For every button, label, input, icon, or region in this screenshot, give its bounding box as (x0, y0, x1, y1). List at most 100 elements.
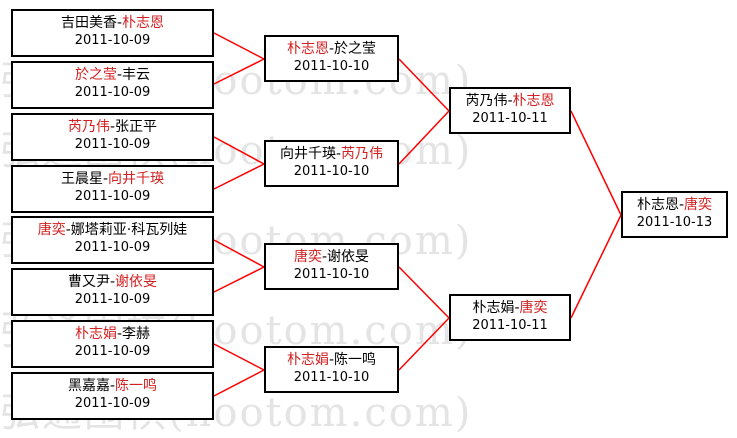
bracket-line (398, 58, 450, 112)
bracket-line (213, 163, 265, 190)
match-date: 2011-10-09 (74, 189, 151, 204)
player-a: 王晨星 (60, 171, 103, 187)
match-date: 2011-10-11 (472, 111, 548, 126)
bracket-lines (213, 32, 622, 397)
player-separator: - (321, 249, 328, 265)
match-players: 於之莹-丰云 (13, 66, 212, 84)
player-separator: - (507, 93, 513, 109)
match-date: 2011-10-10 (293, 59, 370, 74)
match-date: 2011-10-10 (293, 267, 370, 282)
player-a: 唐奕 (293, 249, 322, 265)
player-b: 芮乃伟 (341, 146, 384, 162)
player-a: 朴志娟 (286, 352, 329, 368)
match-date: 2011-10-10 (293, 164, 370, 179)
player-b: 谢依旻 (115, 274, 158, 290)
player-b: 陈一鸣 (334, 352, 377, 368)
player-separator: - (65, 222, 71, 238)
player-b: 丰云 (122, 67, 151, 83)
player-a: 芮乃伟 (465, 93, 508, 109)
match-date: 2011-10-09 (74, 137, 151, 152)
player-b: 谢依旻 (327, 249, 370, 265)
player-b: 唐奕 (519, 300, 548, 316)
match-date: 2011-10-09 (74, 33, 151, 48)
player-a: 朴志恩 (286, 41, 329, 57)
player-a: 朴志恩 (636, 197, 679, 213)
player-b: 唐奕 (684, 197, 713, 213)
player-a: 於之莹 (74, 67, 117, 83)
player-separator: - (678, 197, 685, 213)
bracket-line (213, 136, 265, 165)
player-separator: - (328, 352, 335, 368)
player-separator: - (109, 274, 116, 290)
player-separator: - (116, 67, 123, 83)
player-b: 向井千瑛 (108, 171, 165, 187)
player-separator: - (116, 15, 123, 31)
player-a: 朴志娟 (74, 326, 117, 342)
match-players: 朴志娟-李赫 (13, 325, 212, 343)
match-players: 吉田美香-朴志恩 (13, 14, 212, 32)
match-players: 朴志恩-唐奕 (623, 196, 726, 214)
player-a: 朴志娟 (472, 300, 515, 316)
player-b: 李赫 (122, 326, 151, 342)
match-date: 2011-10-09 (74, 396, 151, 411)
player-a: 曹又尹 (67, 274, 110, 290)
player-a: 黑嘉嘉 (67, 378, 110, 394)
bracket-line (213, 32, 265, 60)
bracket-line (398, 266, 450, 319)
player-b: 陈一鸣 (115, 378, 158, 394)
player-separator: - (116, 326, 123, 342)
match-players: 朴志娟-陈一鸣 (266, 351, 397, 369)
player-a: 芮乃伟 (67, 119, 110, 135)
match-box: 曹又尹-谢依旻 2011-10-09 (11, 268, 214, 316)
bracket-line (213, 343, 265, 371)
player-separator: - (109, 119, 116, 135)
match-players: 朴志恩-於之莹 (266, 40, 397, 58)
match-date: 2011-10-09 (74, 85, 151, 100)
player-a: 向井千瑛 (279, 146, 336, 162)
match-players: 朴志娟-唐奕 (451, 299, 569, 317)
match-date: 2011-10-11 (472, 318, 548, 333)
bracket-line (213, 369, 265, 397)
match-date: 2011-10-10 (293, 370, 370, 385)
bracket-line (213, 58, 265, 85)
player-a: 吉田美香 (60, 15, 117, 31)
player-a: 唐奕 (37, 222, 66, 238)
match-players: 芮乃伟-张正平 (13, 118, 212, 136)
bracket-line (398, 317, 450, 371)
match-players: 黑嘉嘉-陈一鸣 (13, 377, 212, 395)
player-b: 朴志恩 (512, 93, 555, 109)
bracket-line (213, 266, 265, 293)
player-separator: - (328, 41, 335, 57)
match-date: 2011-10-09 (74, 240, 151, 255)
match-players: 向井千瑛-芮乃伟 (266, 145, 397, 163)
match-date: 2011-10-13 (636, 215, 713, 230)
match-date: 2011-10-09 (74, 344, 151, 359)
match-date: 2011-10-09 (74, 292, 151, 307)
player-separator: - (335, 146, 342, 162)
bracket-line (398, 110, 450, 165)
player-separator: - (102, 171, 109, 187)
match-players: 王晨星-向井千瑛 (13, 170, 212, 188)
player-b: 於之莹 (334, 41, 377, 57)
match-players: 芮乃伟-朴志恩 (451, 92, 569, 110)
player-separator: - (109, 378, 116, 394)
player-b: 张正平 (115, 119, 158, 135)
match-players: 唐奕-娜塔莉亚·科瓦列娃 (13, 221, 212, 239)
bracket-line (570, 214, 622, 319)
match-players: 唐奕-谢依旻 (266, 248, 397, 266)
player-b: 娜塔莉亚·科瓦列娃 (70, 222, 188, 238)
